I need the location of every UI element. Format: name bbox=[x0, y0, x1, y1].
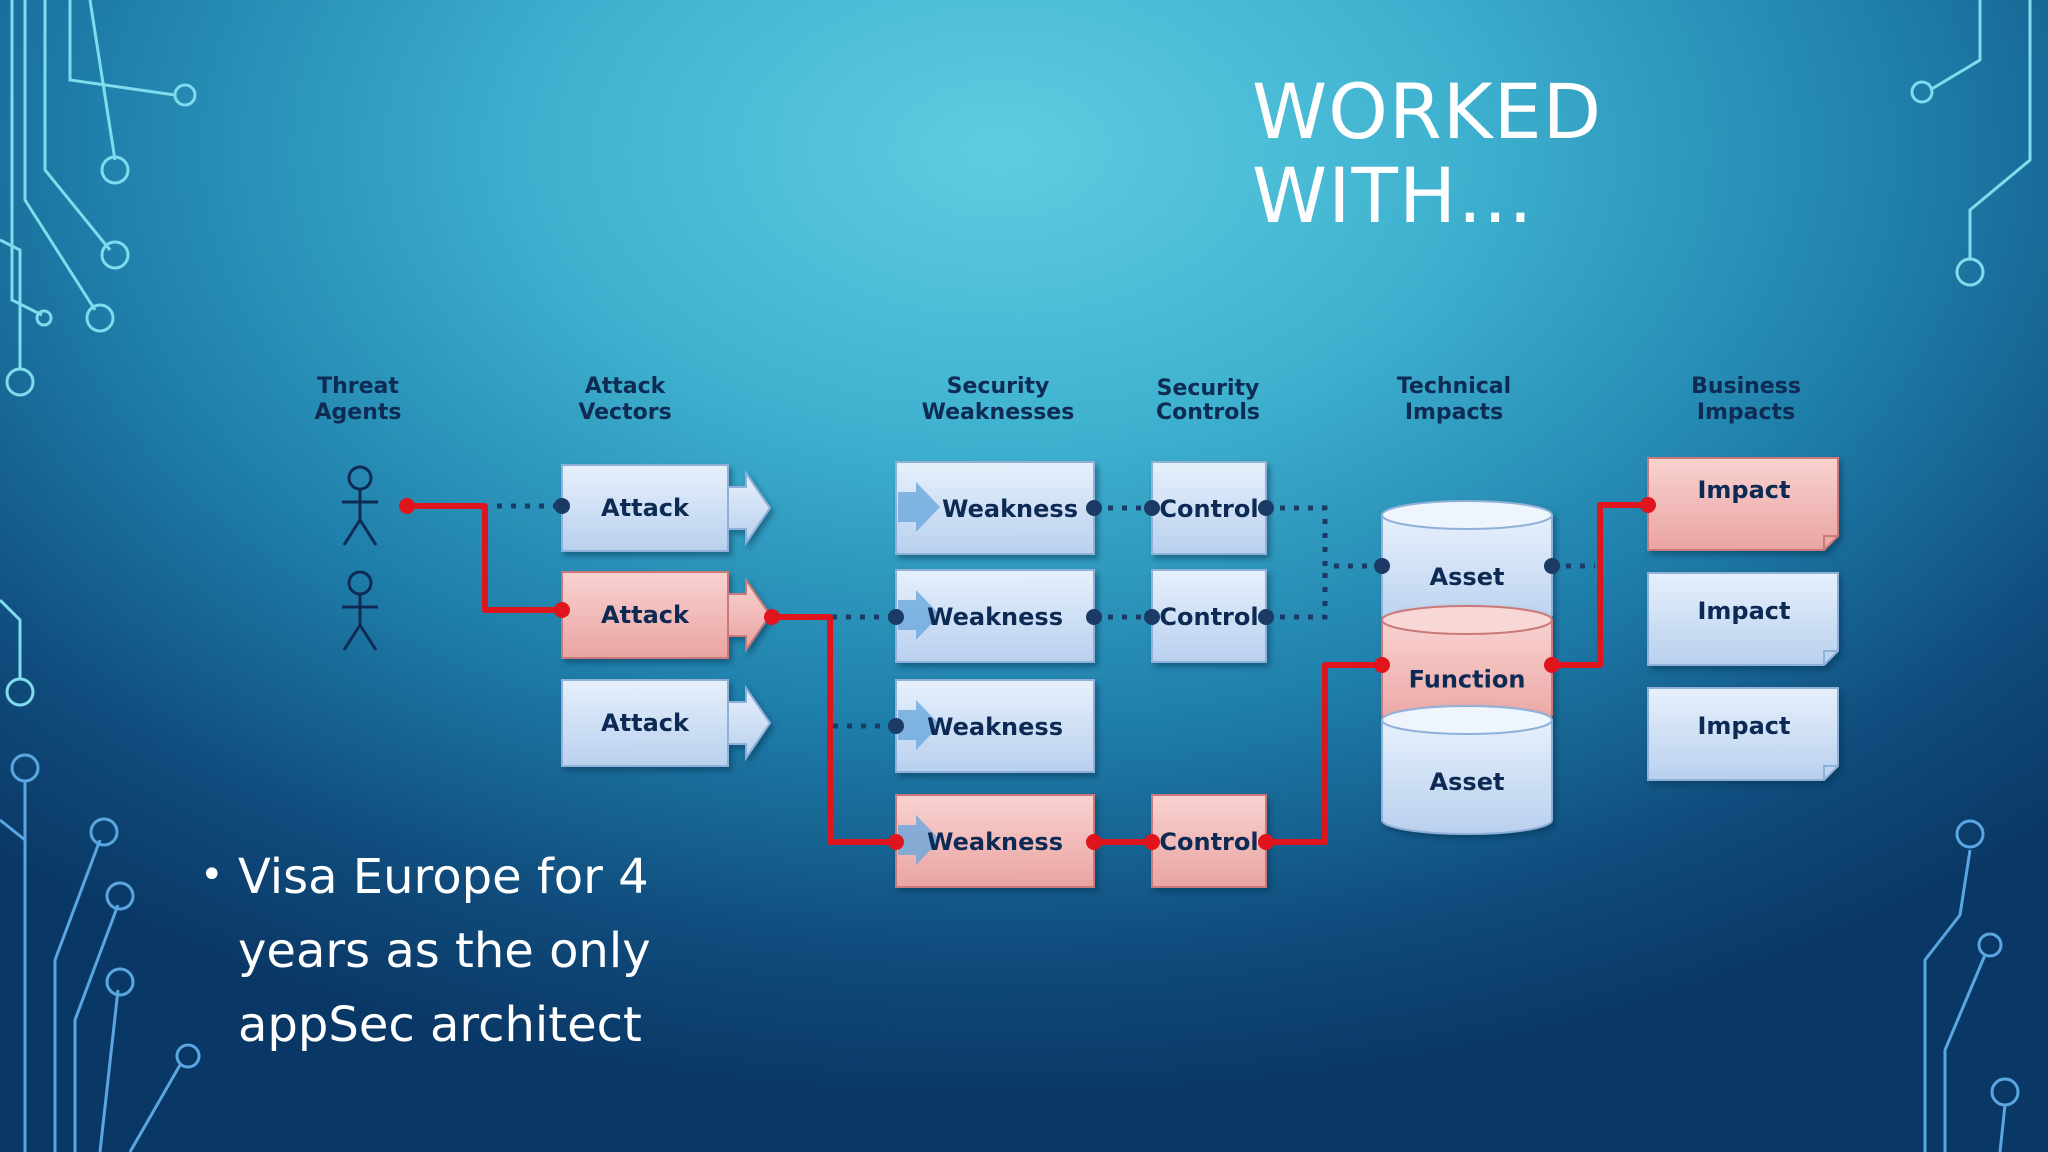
technical-label: Function bbox=[1409, 666, 1526, 694]
weakness-arrow-icon bbox=[898, 590, 940, 640]
bullet-list: Visa Europe for 4 years as the only appS… bbox=[200, 838, 720, 1062]
technical-cylinder: Asset bbox=[1381, 500, 1553, 630]
control-box: Control bbox=[1151, 569, 1267, 663]
header-security-controls-line-1: Security bbox=[1157, 376, 1260, 401]
bullet-item: Visa Europe for 4 years as the only appS… bbox=[200, 838, 720, 1062]
weakness-box: Weakness bbox=[895, 794, 1095, 888]
impact-box: Impact bbox=[1647, 572, 1839, 666]
dotted-connectors bbox=[497, 503, 1595, 729]
header-technical-impacts-line-1: Technical bbox=[1397, 374, 1511, 399]
attack-arrow-icon bbox=[727, 576, 772, 654]
technical-label: Asset bbox=[1430, 563, 1505, 591]
risk-path-segment bbox=[1552, 502, 1648, 668]
technical-label: Asset bbox=[1430, 768, 1505, 796]
connector-dot bbox=[1258, 609, 1274, 625]
impact-box: Impact bbox=[1647, 687, 1839, 781]
attack-label: Attack bbox=[601, 709, 690, 737]
risk-path-dot bbox=[764, 609, 780, 625]
control-label: Control bbox=[1159, 603, 1258, 631]
slide-title: WORKED WITH… bbox=[1252, 70, 1852, 238]
weakness-arrow-icon bbox=[898, 815, 940, 865]
weakness-label: Weakness bbox=[927, 713, 1063, 741]
risk-path-dot bbox=[1086, 834, 1102, 850]
attack-box: Attack bbox=[561, 679, 772, 767]
dotted-connector bbox=[1266, 505, 1382, 569]
connector-dot bbox=[1374, 558, 1390, 574]
connector-dot bbox=[1544, 558, 1560, 574]
header-attack-vectors-line-1: Attack bbox=[585, 374, 667, 399]
control-box: Control bbox=[1151, 794, 1267, 888]
diagram-nodes: AttackAttackAttackWeaknessWeaknessWeakne… bbox=[561, 457, 1839, 888]
header-threat-agents-line-2: Agents bbox=[315, 400, 402, 425]
risk-path-dot bbox=[399, 498, 415, 514]
technical-cylinder: Asset bbox=[1381, 705, 1553, 835]
header-attack-vectors-line-2: Vectors bbox=[578, 400, 671, 425]
risk-path-dot bbox=[1544, 657, 1560, 673]
risk-path-dot bbox=[1258, 834, 1274, 850]
attack-arrow-icon bbox=[727, 469, 772, 547]
connector-dot bbox=[1144, 500, 1160, 516]
weakness-arrow-icon bbox=[898, 482, 940, 532]
weakness-label: Weakness bbox=[927, 828, 1063, 856]
attack-label: Attack bbox=[601, 601, 690, 629]
header-business-impacts-line-2: Impacts bbox=[1697, 400, 1795, 425]
slide-title-line-1: WORKED bbox=[1252, 67, 1603, 156]
weakness-arrow-icon bbox=[898, 700, 940, 750]
dotted-connector bbox=[1266, 566, 1328, 620]
header-business-impacts-line-1: Business bbox=[1691, 374, 1801, 399]
risk-path-dot bbox=[888, 834, 904, 850]
connector-dot bbox=[888, 718, 904, 734]
connector-dot bbox=[888, 609, 904, 625]
header-threat-agents-line-1: Threat bbox=[317, 374, 399, 399]
connector-dot bbox=[1144, 609, 1160, 625]
highlighted-risk-path bbox=[407, 502, 1648, 845]
connector-dot bbox=[1086, 609, 1102, 625]
attack-box: Attack bbox=[561, 464, 772, 552]
header-security-weaknesses-line-1: Security bbox=[947, 374, 1050, 399]
control-label: Control bbox=[1159, 828, 1258, 856]
header-security-weaknesses-line-2: Weaknesses bbox=[922, 400, 1075, 425]
risk-path-segment bbox=[407, 503, 562, 613]
dotted-connector bbox=[827, 617, 896, 729]
threat-agent-person-icon bbox=[342, 465, 378, 546]
control-box: Control bbox=[1151, 461, 1267, 555]
connector-dots bbox=[399, 497, 1656, 850]
attack-box: Attack bbox=[561, 571, 772, 659]
control-label: Control bbox=[1159, 495, 1258, 523]
weakness-label: Weakness bbox=[927, 603, 1063, 631]
threat-agent-person-icon bbox=[342, 570, 378, 651]
weakness-box: Weakness bbox=[895, 569, 1095, 663]
risk-path-dot bbox=[1144, 834, 1160, 850]
connector-dot bbox=[554, 498, 570, 514]
header-technical-impacts-line-2: Impacts bbox=[1405, 400, 1503, 425]
risk-path-dot bbox=[1640, 497, 1656, 513]
impact-box: Impact bbox=[1647, 457, 1839, 551]
column-headers: Threat Agents Attack Vectors Security We… bbox=[315, 374, 1801, 425]
impact-label: Impact bbox=[1697, 597, 1790, 625]
impact-label: Impact bbox=[1697, 476, 1790, 504]
slide-title-line-2: WITH… bbox=[1252, 151, 1535, 240]
connector-dot bbox=[1258, 500, 1274, 516]
risk-path-segment bbox=[1266, 662, 1382, 845]
risk-path-dot bbox=[554, 602, 570, 618]
weakness-label: Weakness bbox=[942, 495, 1078, 523]
attack-arrow-icon bbox=[727, 684, 772, 762]
weakness-box: Weakness bbox=[895, 679, 1095, 773]
attack-label: Attack bbox=[601, 494, 690, 522]
risk-path-segment bbox=[772, 614, 896, 845]
threat-agent-figures bbox=[342, 465, 378, 651]
connector-dot bbox=[1086, 500, 1102, 516]
risk-path-dot bbox=[1374, 657, 1390, 673]
impact-label: Impact bbox=[1697, 712, 1790, 740]
weakness-box: Weakness bbox=[895, 461, 1095, 555]
header-security-controls-line-2: Controls bbox=[1156, 400, 1260, 425]
